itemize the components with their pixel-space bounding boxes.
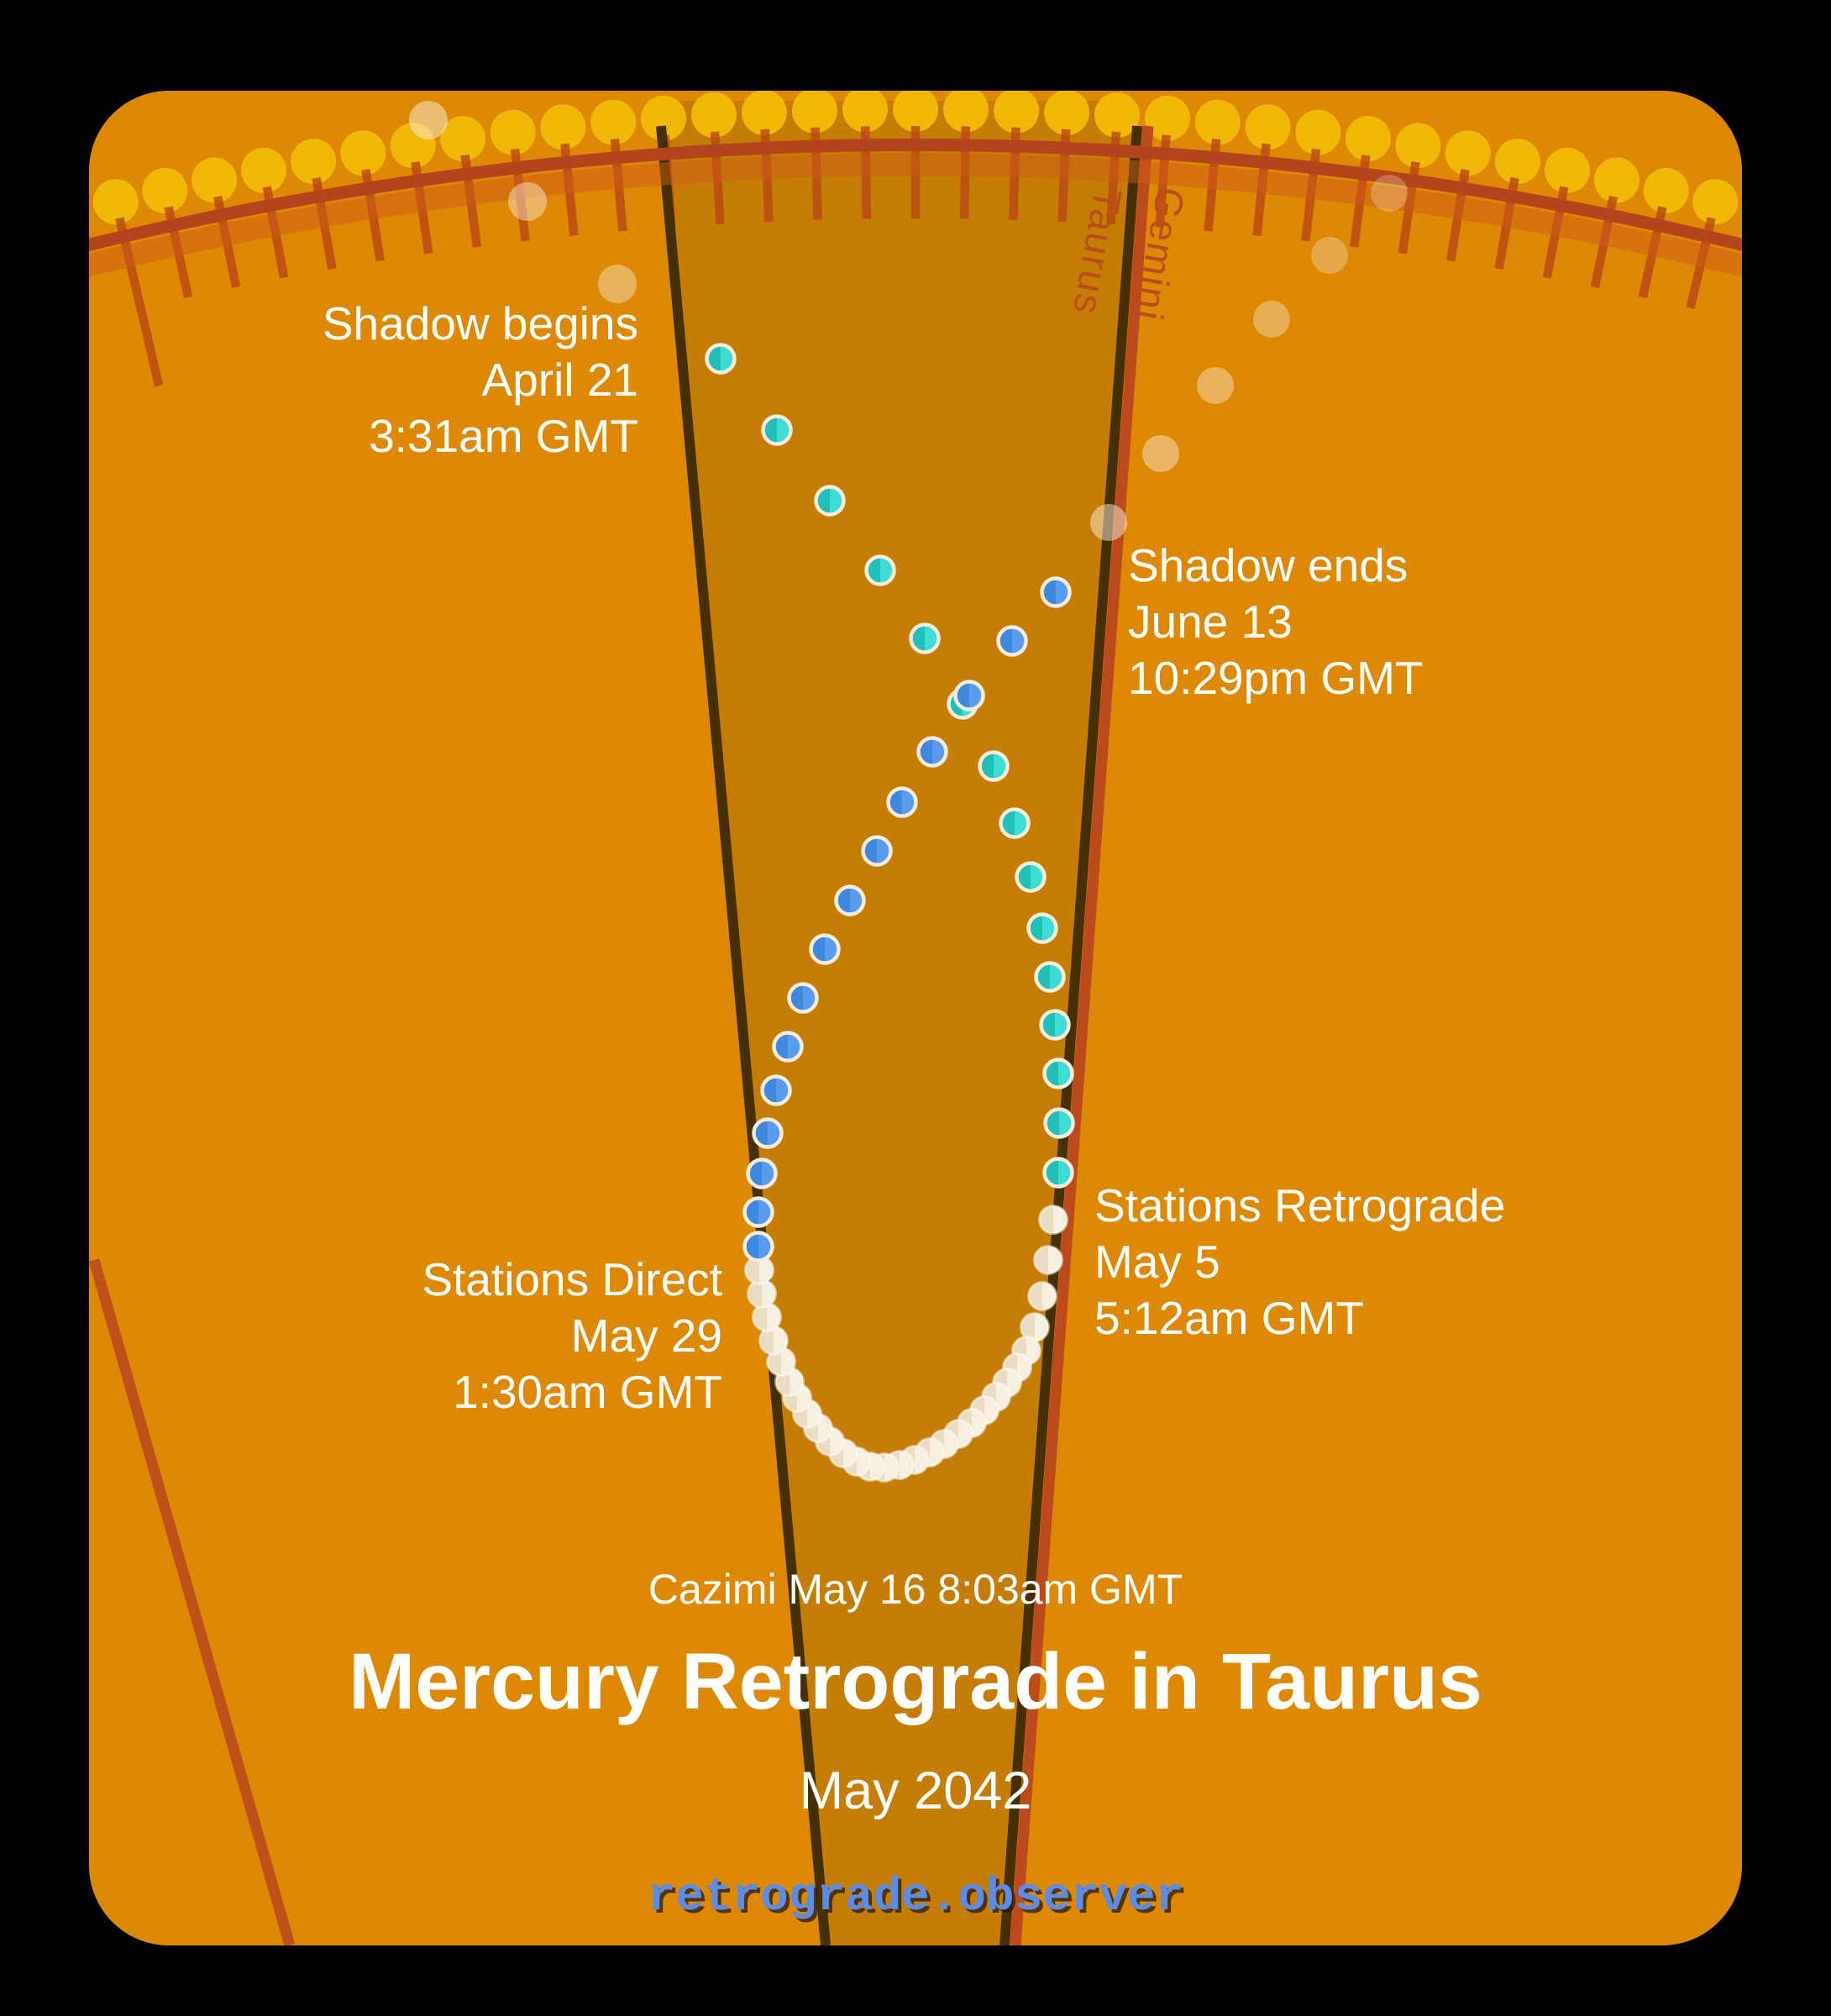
annotation-line: Shadow ends: [1128, 539, 1409, 591]
annotation-line: 1:30am GMT: [453, 1366, 722, 1418]
annotation-line: 5:12am GMT: [1094, 1292, 1364, 1344]
zodiac-rim-arc: [89, 138, 1742, 262]
sign-cusp-lower-left: [89, 1258, 296, 1945]
annotation-line: Shadow begins: [322, 297, 638, 349]
annotation-line: Stations Retrograde: [1094, 1179, 1506, 1231]
cazimi-note: Cazimi May 16 8:03am GMT: [648, 1566, 1183, 1613]
poster-title: Mercury Retrograde in Taurus: [349, 1637, 1482, 1726]
zodiac-band-arc: [89, 153, 1742, 286]
annotation-line: 10:29pm GMT: [1128, 652, 1424, 704]
annotation-line: May 5: [1094, 1236, 1220, 1288]
wedge-edge-right: [999, 125, 1142, 1945]
annotation-line: May 29: [570, 1310, 722, 1362]
path-series-post_ghost: [1090, 175, 1408, 541]
path-series-direct_out: [742, 576, 1072, 1263]
wedge-edge-left: [656, 125, 831, 1945]
annotation-line: 3:31am GMT: [369, 410, 638, 462]
site-name: retrograde.observer: [647, 1870, 1184, 1924]
annotation-shadow-ends: Shadow ends June 13 10:29pm GMT: [1128, 538, 1424, 706]
annotation-line: June 13: [1128, 596, 1293, 648]
annotation-stations-retrograde: Stations Retrograde May 5 5:12am GMT: [1094, 1178, 1505, 1347]
zodiac-degree-dots: [92, 91, 1739, 225]
sign-cusp-taurus-gemini: [1010, 125, 1154, 1945]
poster-subtitle: May 2042: [799, 1761, 1032, 1820]
path-series-direct_in: [705, 343, 1075, 1189]
annotation-line: April 21: [481, 354, 638, 406]
annotation-line: Stations Direct: [422, 1253, 722, 1305]
path-series-pre_ghost: [409, 101, 637, 303]
annotation-stations-direct: Stations Direct May 29 1:30am GMT: [386, 1252, 722, 1420]
annotation-shadow-begins: Shadow begins April 21 3:31am GMT: [302, 296, 638, 465]
shadow-wedge: [661, 101, 1137, 1945]
path-series-retrograde: [744, 1205, 1068, 1483]
mercury-path-dots: [409, 101, 1408, 1483]
